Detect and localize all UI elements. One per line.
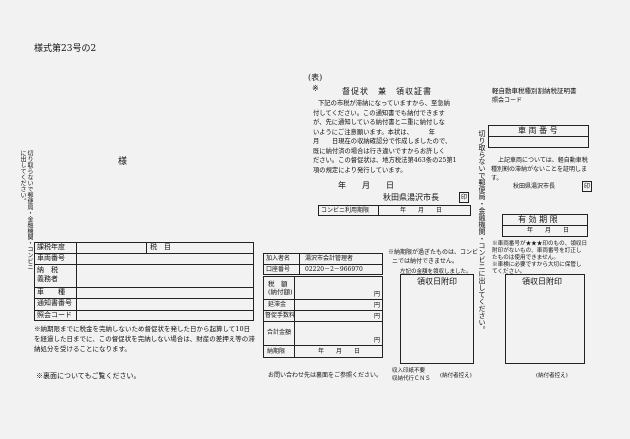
- validity-date: 年 月 日: [527, 227, 570, 234]
- tax-item-label: 税 目: [150, 243, 171, 251]
- due-date-label: 納期限: [267, 348, 286, 355]
- symbol-icon: ※: [312, 84, 319, 93]
- konbini-deadline-box: [318, 205, 471, 216]
- konbini-deadline-date: 年 月 日: [400, 207, 443, 214]
- body-line-2: 付してください。この通知書でも納付できます: [313, 109, 445, 117]
- body-line-3: が、先に通知している納付書と二重に納付しな: [313, 119, 445, 126]
- cert-text-2: 種別割の滞納がないことを証明しま: [491, 166, 588, 173]
- right-note-3: たものは使用できません。: [492, 255, 559, 261]
- receipt-footer-1: 収入印紙不要: [392, 368, 426, 374]
- payee-label: 加入者名: [266, 255, 291, 262]
- expired-note-2: ニでは納付できません。: [392, 258, 458, 265]
- middle-vertical-note: 切り取らないで郵便局・金融機関・コンビニに出してください。: [478, 130, 486, 333]
- inquiry-note: お問い合わせ先は裏面をご参照ください。: [268, 372, 383, 379]
- left-notice: ※納期限までに税金を完納しないため督促状を発した日から起算して10日を経過した日…: [34, 325, 255, 353]
- left-vertical-note: 切り取らないで郵便局・金融機関・コンビニに出してください。: [19, 150, 33, 270]
- validity-title: 有 効 期 限: [518, 215, 558, 224]
- received-note: 左記の金額を領収しました。: [400, 269, 472, 275]
- tax-year-label: 課税年度: [37, 243, 65, 251]
- total-amount-label: 合計金額: [267, 329, 292, 336]
- account-number: 02220－2－966970: [305, 266, 363, 273]
- right-title: 軽自動車税種別割納税証明書: [492, 87, 577, 95]
- right-receipt-stamp-title: 領収日附印: [522, 277, 562, 286]
- reminder-fee-unit: 円: [374, 313, 381, 320]
- center-title: 督促状 兼 領収証書: [342, 87, 432, 96]
- body-line-8: 項の規定により発行しています。: [313, 166, 407, 174]
- form-number: 様式第23号の2: [34, 44, 97, 54]
- issue-date: 年 月 日: [338, 181, 394, 190]
- payee-name: 湯沢市会計管理者: [305, 255, 354, 262]
- cert-text-1: 上記車両については、軽自動車税: [498, 157, 588, 164]
- late-fee-label: 延滞金: [268, 301, 287, 308]
- right-inquiry-code-label: 照会コード: [492, 97, 523, 104]
- right-receipt-footer: (納付者控え): [536, 373, 568, 379]
- center-mayor: 秋田県湯沢市長: [383, 193, 439, 202]
- vehicle-number-title: 車 両 番 号: [518, 126, 558, 135]
- expired-note-1: ※納期限が過ぎたものは、コンビ: [388, 249, 479, 256]
- tax-amount-label: 税 額 (納付額): [268, 280, 293, 296]
- account-label: 口座番号: [266, 266, 291, 273]
- body-line-5: 月 日現在の収納確認分で作成しましたので、: [313, 138, 452, 145]
- body-line-7: ださい。この督促状は、地方税法第463条の25第1: [313, 157, 457, 164]
- omote-label: (表): [308, 73, 323, 82]
- taxpayer-label: 納 税 義務者: [37, 266, 58, 283]
- center-receipt-stamp-box: [400, 274, 474, 364]
- receipt-footer-2: 収納代行ＣＮＳ: [392, 376, 431, 382]
- right-mayor: 秋田県湯沢市長: [513, 183, 556, 190]
- notice-number-label: 通知書番号: [37, 299, 72, 307]
- cert-text-3: す。: [491, 175, 503, 182]
- reminder-fee-label: 督促手数料: [265, 312, 296, 319]
- right-receipt-stamp-box: [505, 274, 585, 364]
- addressee-suffix: 様: [118, 157, 128, 167]
- vehicle-type-label: 車 種: [37, 288, 65, 296]
- amount-table: [263, 276, 383, 358]
- right-note-1: ※車両番号が★★★印のもの、領収日: [492, 241, 588, 247]
- right-note-4: ※車検に必要ですから大切に保管し: [492, 262, 582, 268]
- due-date-value: 年 月 日: [318, 348, 361, 355]
- right-note-5: てください。: [492, 269, 526, 275]
- receipt-footer-3: (納付者控え): [440, 373, 472, 379]
- left-info-table: [34, 242, 254, 321]
- inquiry-code-label: 照会コード: [37, 311, 72, 319]
- vehicle-number-label: 車両番号: [37, 254, 65, 262]
- body-line-4: いようにご注意願います。本状は、 年: [313, 128, 435, 136]
- late-fee-unit: 円: [374, 302, 381, 309]
- right-mayor-seal: 印: [582, 181, 592, 192]
- mayor-seal: 印: [459, 192, 469, 203]
- right-note-2: 附印がないもの、車両番号を訂正し: [492, 248, 582, 254]
- left-footnote: ※裏面についてもご覧ください。: [36, 372, 141, 380]
- total-amount-unit: 円: [374, 337, 381, 344]
- konbini-deadline-label: コンビニ利用期限: [321, 207, 370, 214]
- body-line-1: 下記の市税が滞納になっていますから、至急納: [318, 100, 450, 107]
- body-line-6: 既に納付済の場合は行き違いですからお許しく: [313, 147, 446, 155]
- tax-amount-unit: 円: [374, 291, 381, 298]
- center-receipt-stamp-title: 領収日附印: [417, 277, 457, 286]
